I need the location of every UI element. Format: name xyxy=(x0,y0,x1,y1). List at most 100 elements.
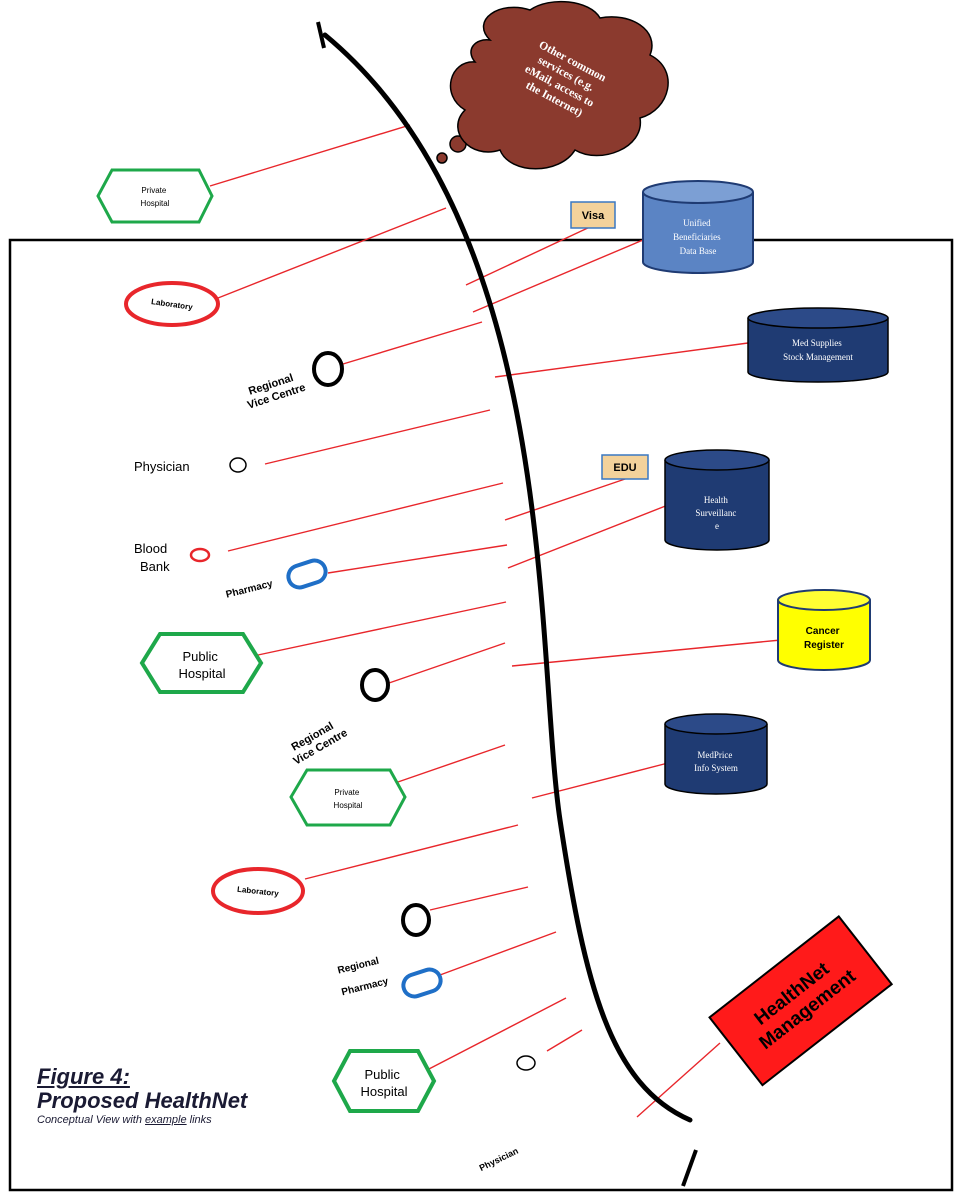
link-line xyxy=(342,321,483,365)
figure-title: Proposed HealthNet xyxy=(37,1088,248,1113)
backbone-cap-top xyxy=(316,21,326,49)
link-line xyxy=(494,342,749,378)
healthnet-boundary xyxy=(8,238,954,1192)
subtitle-emphasis: example xyxy=(145,1114,187,1126)
private-hospital-node: Private Hospital xyxy=(96,168,214,224)
link-line xyxy=(546,1029,583,1052)
network-backbone xyxy=(322,32,693,1123)
db-label-line: Stock Management xyxy=(783,352,853,362)
visa-tag-label: Visa xyxy=(582,210,605,222)
cancer-register-db-label: Cancer Register xyxy=(804,626,844,651)
node-label: Physician xyxy=(478,1146,520,1173)
healthnet-management-box: HealthNet Management xyxy=(708,915,894,1087)
medprice-db-label: MedPrice Info System xyxy=(694,750,738,773)
node-label: Physician xyxy=(134,459,190,474)
db-label-line: Info System xyxy=(694,763,738,773)
cancer-register-db-cylinder: Cancer Register xyxy=(777,589,871,671)
common-services-cloud: Other common services (e.g. eMail, acces… xyxy=(436,0,669,170)
figure-subtitle: Conceptual View with example links xyxy=(37,1113,357,1127)
node-label: Public Hospital xyxy=(179,649,226,681)
regional-vice-centre-node: Regional Vice Centre xyxy=(242,351,344,412)
node-label-line: Blood xyxy=(134,541,167,556)
health-surveillance-db-label: Health Surveillanc e xyxy=(695,495,738,531)
link-line xyxy=(388,642,506,684)
node-label-line: Hospital xyxy=(141,199,170,208)
blood-bank-node: Blood Bank xyxy=(134,541,211,574)
node-label-line: Private xyxy=(334,788,359,797)
link-line xyxy=(429,886,529,911)
db-label-line: Data Base xyxy=(680,246,717,256)
edu-tag: EDU xyxy=(601,454,649,480)
regional-pharmacy-node: Regional Pharmacy xyxy=(335,955,443,999)
node-label-line: Public xyxy=(364,1067,400,1082)
private-hospital-node: Private Hospital xyxy=(289,768,407,827)
node-label: Private Hospital xyxy=(334,788,363,810)
db-label-line: MedPrice xyxy=(697,750,732,760)
regional-centre-circle xyxy=(401,903,431,937)
db-label-line: Med Supplies xyxy=(792,338,842,348)
health-surveillance-db-cylinder: Health Surveillanc e xyxy=(664,449,770,551)
db-label-line: Beneficiaries xyxy=(673,232,721,242)
db-label-line: Health xyxy=(704,495,728,505)
laboratory-node: Laboratory xyxy=(211,867,305,915)
edu-tag-label: EDU xyxy=(613,462,636,474)
node-label-line: Regional xyxy=(337,956,381,977)
unified-db-cylinder: Unified Beneficiaries Data Base xyxy=(642,180,754,274)
link-line xyxy=(511,639,782,667)
db-label-line: Surveillanc xyxy=(695,508,736,518)
med-supplies-db-label: Med Supplies Stock Management xyxy=(783,338,853,362)
db-label-line: Unified xyxy=(683,218,711,228)
public-hospital-node: Public Hospital xyxy=(139,632,264,694)
node-label: Pharmacy xyxy=(225,578,274,600)
node-label: Laboratory xyxy=(237,885,280,898)
db-label-line: Register xyxy=(804,640,844,651)
figure-caption: Figure 4: Proposed HealthNet Conceptual … xyxy=(37,1065,357,1127)
link-line xyxy=(504,477,629,521)
node-label-line: Private xyxy=(141,186,166,195)
figure-number: Figure 4: xyxy=(37,1064,130,1089)
link-line xyxy=(209,124,411,187)
node-label-line: Hospital xyxy=(179,666,226,681)
node-label-line: Hospital xyxy=(334,801,363,810)
node-label-line: Hospital xyxy=(361,1084,408,1099)
node-label: Blood Bank xyxy=(134,541,171,574)
node-label: Public Hospital xyxy=(361,1067,408,1099)
node-label: Regional Vice Centre xyxy=(242,369,307,411)
laboratory-node: Laboratory xyxy=(124,281,220,327)
unified-db-label: Unified Beneficiaries Data Base xyxy=(673,218,723,256)
link-line xyxy=(394,744,506,784)
med-supplies-db-cylinder: Med Supplies Stock Management xyxy=(747,307,889,383)
subtitle-text: Conceptual View with xyxy=(37,1114,146,1126)
node-label: Regional Vice Centre xyxy=(285,716,350,768)
node-label: Private Hospital xyxy=(141,186,170,208)
physician-node: Physician xyxy=(478,1055,536,1173)
link-line xyxy=(465,225,593,286)
link-line xyxy=(426,997,567,1071)
medprice-db-cylinder: MedPrice Info System xyxy=(664,713,768,795)
db-label-line: Cancer xyxy=(806,626,840,637)
node-label-line: Bank xyxy=(140,559,170,574)
link-lines xyxy=(209,124,782,1118)
link-line xyxy=(257,601,507,656)
link-line xyxy=(507,504,669,569)
physician-node: Physician xyxy=(134,457,247,474)
pharmacy-node: Pharmacy xyxy=(225,558,328,601)
link-line xyxy=(264,409,491,465)
link-line xyxy=(472,239,644,313)
link-line xyxy=(439,931,557,976)
regional-vice-centre-node: Regional Vice Centre xyxy=(285,668,390,768)
backbone-tail xyxy=(681,1149,698,1187)
node-label: Regional Pharmacy xyxy=(335,955,390,999)
node-label-line: Pharmacy xyxy=(340,976,389,998)
link-line xyxy=(327,544,508,574)
public-hospital-node: Public Hospital xyxy=(331,1049,437,1113)
subtitle-text-end: links xyxy=(186,1114,212,1126)
link-line xyxy=(304,824,519,880)
db-label-line: e xyxy=(715,521,719,531)
link-line xyxy=(227,482,504,552)
node-label-line: Public xyxy=(182,649,218,664)
link-line xyxy=(636,1042,721,1118)
visa-tag: Visa xyxy=(570,201,616,229)
link-line xyxy=(217,207,447,299)
